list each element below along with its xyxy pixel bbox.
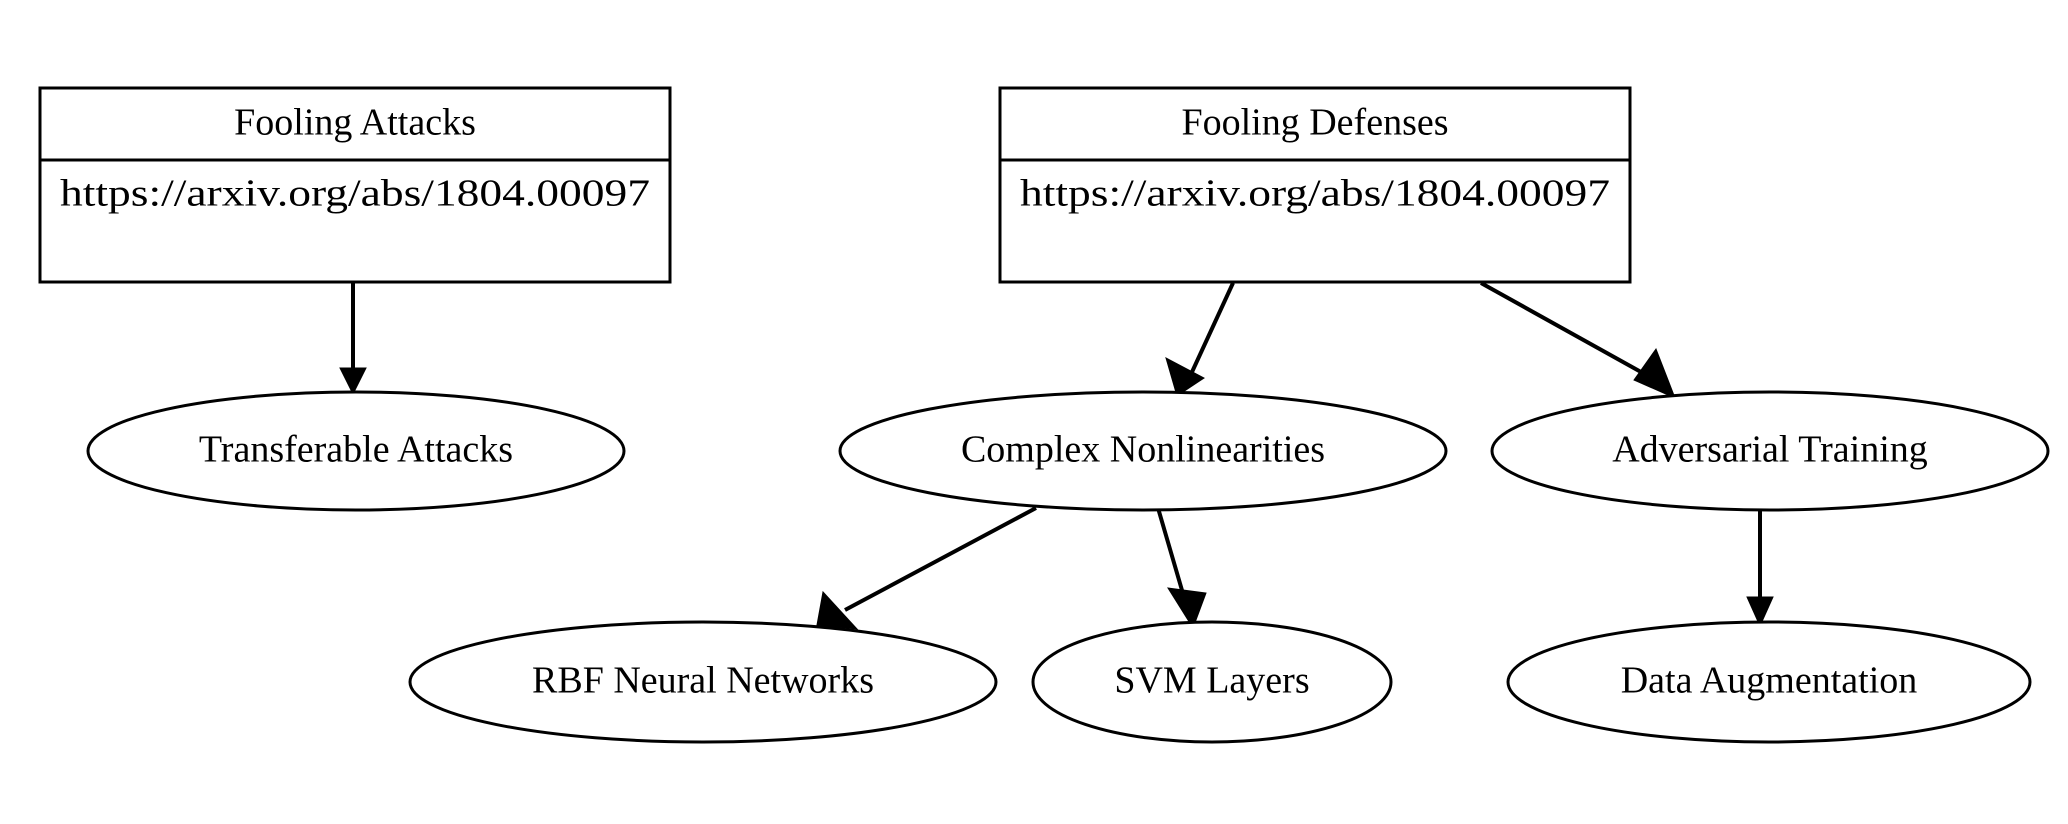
ellipse-shape[interactable]: [408, 620, 998, 744]
ellipse-shape[interactable]: [1506, 620, 2032, 744]
ellipse-label: SVM Layers: [1114, 660, 1309, 702]
record-title: Fooling Attacks: [234, 102, 476, 144]
node-fooling-defenses[interactable]: Fooling Defenses https://arxiv.org/abs/1…: [998, 86, 1632, 284]
arrowhead: [1167, 587, 1207, 630]
edges-layer: [339, 281, 1774, 630]
node-complex-nonlinearities[interactable]: Complex Nonlinearities: [838, 390, 1448, 512]
node-rbf-neural-networks[interactable]: RBF Neural Networks: [408, 620, 998, 744]
record-box[interactable]: [38, 86, 672, 284]
ellipse-label: Data Augmentation: [1621, 660, 1918, 702]
record-box[interactable]: [998, 86, 1632, 284]
edge-line: [1190, 282, 1235, 373]
node-data-augmentation[interactable]: Data Augmentation: [1506, 620, 2032, 744]
node-adversarial-training[interactable]: Adversarial Training: [1490, 390, 2050, 512]
edge-defenses-to-adversarial: [1480, 281, 1676, 399]
ellipse-shape[interactable]: [838, 390, 1448, 512]
ellipse-label: Complex Nonlinearities: [961, 429, 1325, 471]
arrowhead: [1746, 596, 1774, 628]
record-url: https://arxiv.org/abs/1804.00097: [1020, 173, 1610, 215]
ellipse-label: Adversarial Training: [1612, 429, 1928, 471]
arrowhead: [1165, 357, 1205, 397]
edge-attacks-to-transferable: [339, 283, 367, 396]
edge-line: [844, 506, 1037, 612]
arrowhead: [816, 590, 859, 630]
record-url: https://arxiv.org/abs/1804.00097: [60, 173, 650, 215]
arrowhead: [339, 367, 367, 396]
edge-complex-to-svm: [1156, 507, 1207, 630]
ellipse-shape[interactable]: [86, 390, 626, 512]
arrowhead: [1633, 347, 1676, 399]
edge-line: [1156, 507, 1188, 605]
ellipse-label: Transferable Attacks: [199, 429, 513, 471]
edge-adversarial-to-data: [1746, 510, 1774, 628]
edge-defenses-to-complex: [1165, 282, 1235, 397]
edge-line: [1480, 281, 1651, 379]
ellipse-shape[interactable]: [1490, 390, 2050, 512]
node-svm-layers[interactable]: SVM Layers: [1031, 620, 1393, 744]
ellipse-shape[interactable]: [1031, 620, 1393, 744]
node-transferable-attacks[interactable]: Transferable Attacks: [86, 390, 626, 512]
ellipse-label: RBF Neural Networks: [532, 660, 874, 702]
edge-complex-to-rbf: [816, 506, 1037, 630]
node-fooling-attacks[interactable]: Fooling Attacks https://arxiv.org/abs/18…: [38, 86, 672, 284]
record-title: Fooling Defenses: [1181, 102, 1448, 144]
